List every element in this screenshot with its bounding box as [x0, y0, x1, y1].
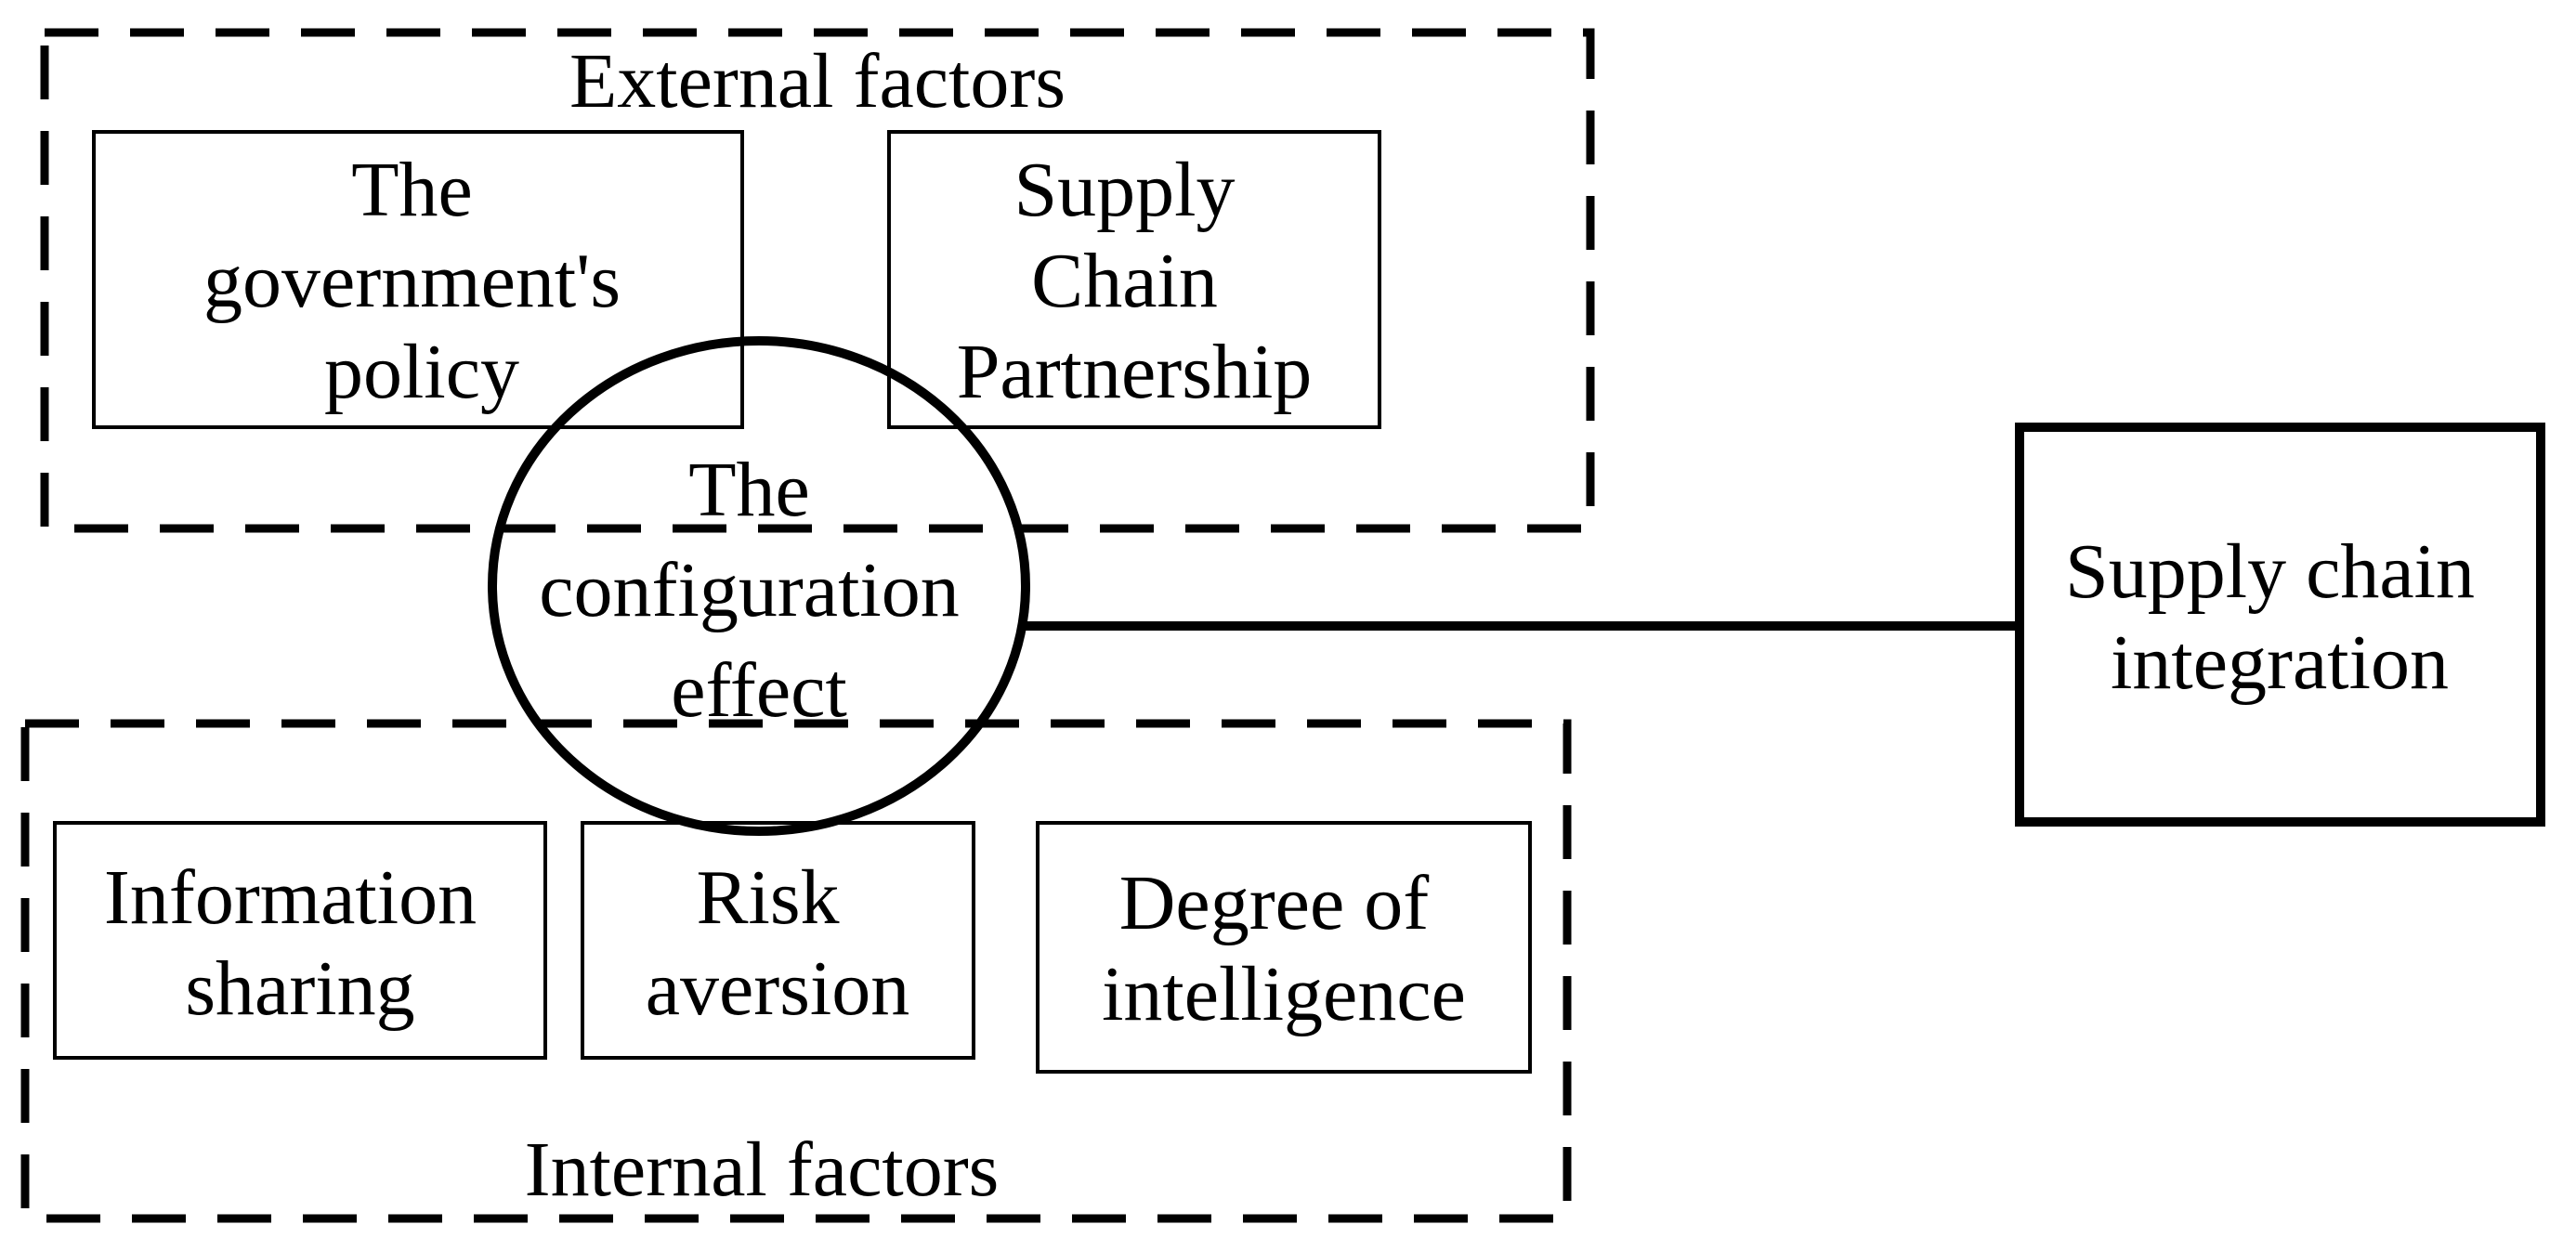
external-factors-group: External factors The government's policy… — [40, 28, 1595, 533]
internal-factors-group: Internal factors Information sharing Ris… — [20, 719, 1572, 1223]
supply-chain-partnership-label: Supply Chain Partnership — [957, 147, 1313, 415]
supply-chain-partnership-box — [887, 130, 1381, 429]
configuration-effect-label: The configuration effect — [539, 447, 979, 734]
external-factors-label: External factors — [569, 38, 1066, 124]
information-sharing-box — [53, 821, 547, 1060]
internal-factors-label: Internal factors — [525, 1127, 1000, 1213]
internal-factors-boundary — [20, 719, 1572, 1223]
supply-chain-integration-node: Supply chain integration — [2015, 423, 2545, 827]
external-factors-boundary — [40, 28, 1595, 533]
information-sharing-label: Information sharing — [104, 854, 496, 1032]
degree-of-intelligence-label: Degree of intelligence — [1102, 860, 1466, 1037]
supply-chain-integration-box — [2015, 423, 2545, 827]
configuration-effect-ellipse — [488, 336, 1030, 836]
supply-chain-integration-label: Supply chain integration — [2065, 528, 2494, 706]
risk-aversion-box — [581, 821, 975, 1060]
degree-of-intelligence-box — [1036, 821, 1532, 1074]
risk-aversion-label: Risk aversion — [646, 854, 910, 1032]
configuration-effect-node: The configuration effect — [488, 336, 1030, 836]
government-policy-box — [92, 130, 744, 429]
government-policy-label: The government's policy — [203, 147, 640, 415]
